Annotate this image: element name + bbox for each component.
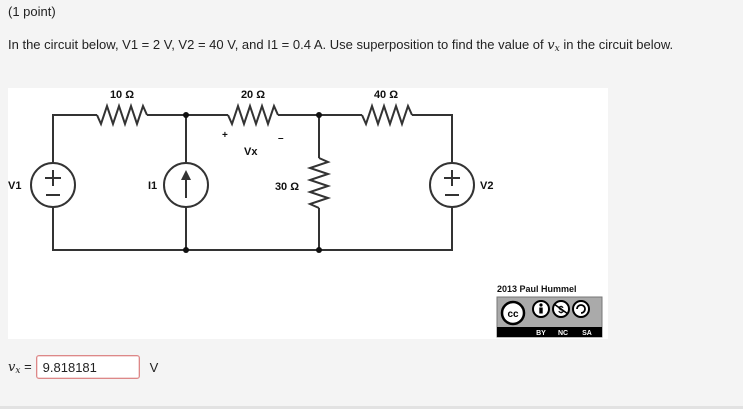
- voltage-source-v1: [30, 162, 76, 208]
- answer-input[interactable]: [35, 355, 140, 379]
- source-label-v1: V1: [8, 180, 21, 192]
- source-label-v2: V2: [480, 180, 493, 192]
- wire-v2-bottom: [52, 207, 453, 251]
- node-dot: [316, 112, 322, 118]
- wire-r3-v2: [412, 114, 453, 163]
- plus-icon: [444, 170, 460, 186]
- resistor-label-40: 40 Ω: [374, 89, 398, 101]
- vx-label: Vx: [244, 146, 258, 158]
- sa-icon: [572, 300, 590, 318]
- math-variable-vx: vx: [547, 38, 560, 54]
- resistor-10-ohm: [96, 102, 148, 128]
- node-dot: [183, 112, 189, 118]
- resistor-20-ohm: [227, 102, 279, 128]
- current-source-i1: [163, 162, 209, 208]
- answer-row: vx = V: [8, 353, 158, 381]
- bottom-divider: [0, 406, 743, 409]
- statement-text-before: In the circuit below, V1 = 2 V, V2 = 40 …: [8, 37, 548, 52]
- resistor-label-10: 10 Ω: [110, 89, 134, 101]
- resistor-label-30: 30 Ω: [275, 181, 299, 193]
- copyright-text: 2013 Paul Hummel: [497, 284, 577, 294]
- voltage-source-v2: [429, 162, 475, 208]
- license-sa: SA: [582, 330, 592, 337]
- statement-text-after: in the circuit below.: [559, 37, 674, 52]
- answer-label: vx =: [8, 358, 32, 376]
- svg-text:cc: cc: [507, 309, 519, 320]
- resistor-label-20: 20 Ω: [241, 89, 265, 101]
- node-dot: [316, 247, 322, 253]
- cc-license-badge: cc $ BY NC SA: [496, 296, 603, 338]
- source-label-i1: I1: [148, 180, 157, 192]
- plus-icon: [45, 170, 61, 186]
- resistor-40-ohm: [361, 102, 413, 128]
- problem-statement: In the circuit below, V1 = 2 V, V2 = 40 …: [8, 37, 673, 54]
- license-by: BY: [536, 330, 546, 337]
- resistor-30-ohm: [306, 157, 332, 209]
- circuit-figure: 10 Ω 20 Ω 40 Ω 30 Ω V1 V2 I1 + – Vx 2013…: [8, 88, 608, 339]
- svg-text:$: $: [558, 305, 564, 316]
- vx-minus: –: [278, 133, 284, 144]
- answer-unit: V: [149, 359, 159, 375]
- wire-v1-top: [52, 114, 97, 163]
- node-dot: [183, 247, 189, 253]
- circuit-diagram: 10 Ω 20 Ω 40 Ω 30 Ω V1 V2 I1 + – Vx 2013…: [8, 89, 603, 338]
- license-nc: NC: [558, 330, 568, 337]
- cc-icon: [500, 300, 526, 326]
- point-value: (1 point): [8, 4, 56, 19]
- vx-plus: +: [222, 130, 228, 141]
